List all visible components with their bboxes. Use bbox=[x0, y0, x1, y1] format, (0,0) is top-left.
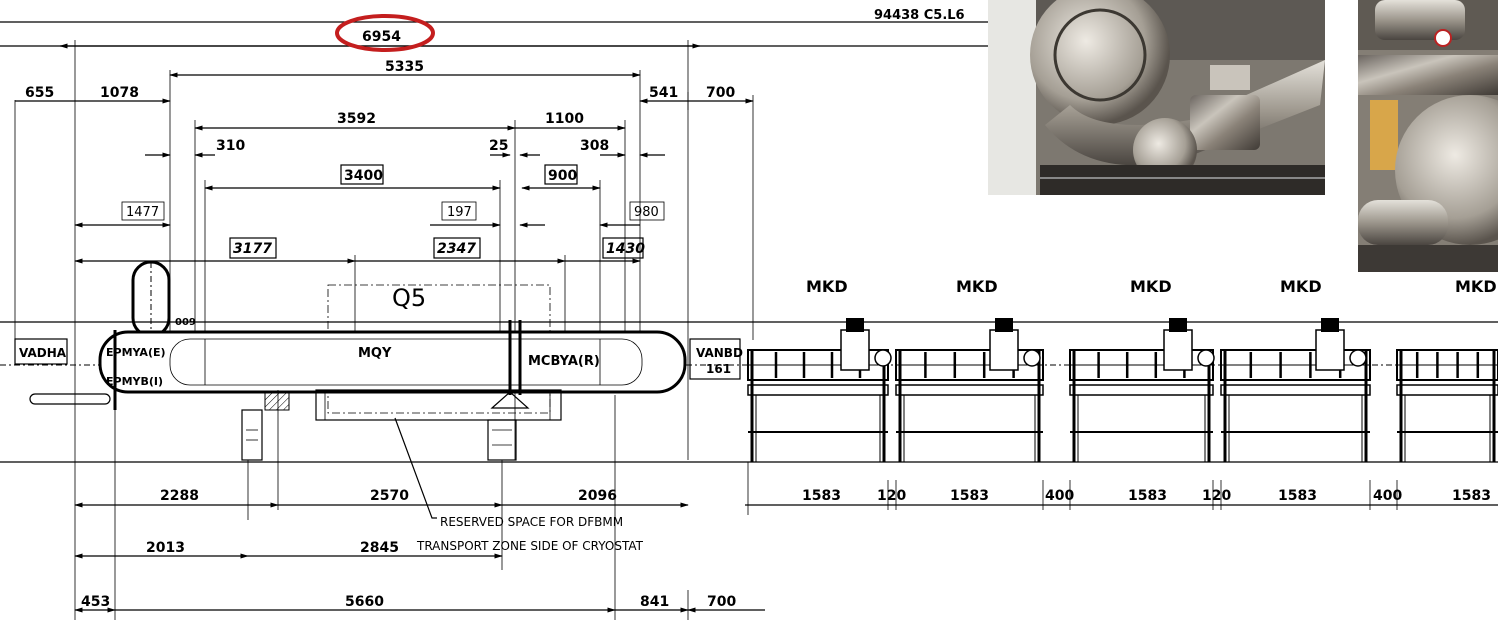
dim-308: 308 bbox=[580, 138, 609, 154]
dim-6954: 6954 bbox=[362, 29, 401, 45]
label-mqy: MQY bbox=[358, 346, 392, 361]
dim-453: 453 bbox=[81, 594, 110, 610]
dim-mkd-1583-b: 1583 bbox=[950, 488, 989, 504]
dim-2845: 2845 bbox=[360, 540, 399, 556]
bottom-dimension-lines bbox=[74, 390, 1498, 620]
mkd-beam-1 bbox=[747, 384, 889, 396]
dim-1430: 1430 bbox=[606, 241, 645, 257]
dim-5335: 5335 bbox=[385, 59, 424, 75]
dim-mkd-1583-a: 1583 bbox=[802, 488, 841, 504]
mkd-frame-4 bbox=[1228, 394, 1363, 463]
top-dimension-lines bbox=[0, 21, 990, 620]
note-line-1: RESERVED SPACE FOR DFBMM bbox=[440, 515, 623, 529]
mkd-connector-2 bbox=[995, 318, 1013, 332]
dim-310: 310 bbox=[216, 138, 245, 154]
label-epmyb: EPMYB(I) bbox=[106, 375, 163, 388]
mkd-port-3 bbox=[1197, 349, 1215, 367]
dim-2347: 2347 bbox=[437, 241, 476, 257]
dim-3177: 3177 bbox=[233, 241, 272, 257]
mkd-label-1: MKD bbox=[806, 277, 848, 296]
dim-197: 197 bbox=[447, 205, 472, 220]
mkd-connector-4 bbox=[1321, 318, 1339, 332]
dim-3400: 3400 bbox=[344, 168, 383, 184]
dim-mkd-400-a: 400 bbox=[1045, 488, 1074, 504]
mkd-dim-ticks bbox=[887, 480, 1398, 510]
dim-2570: 2570 bbox=[370, 488, 409, 504]
mkd-label-5: MKD bbox=[1455, 277, 1497, 296]
mkd-frame-1 bbox=[755, 394, 881, 463]
mkd-beam-2 bbox=[895, 384, 1044, 396]
dim-mkd-120-b: 120 bbox=[1202, 488, 1231, 504]
mkd-label-2: MKD bbox=[956, 277, 998, 296]
dim-2288: 2288 bbox=[160, 488, 199, 504]
dim-1100: 1100 bbox=[545, 111, 584, 127]
note-line-2: TRANSPORT ZONE SIDE OF CRYOSTAT bbox=[416, 539, 644, 553]
dim-mkd-120-a: 120 bbox=[877, 488, 906, 504]
dim-3592: 3592 bbox=[337, 111, 376, 127]
mkd-generator-1 bbox=[840, 329, 870, 371]
dim-700-top: 700 bbox=[706, 85, 735, 101]
dim-1477: 1477 bbox=[126, 205, 159, 220]
cryostat-vessel bbox=[29, 260, 687, 519]
mkd-frame-5 bbox=[1404, 394, 1491, 463]
mkd-magnet-array bbox=[747, 318, 1498, 463]
mkd-beam-3 bbox=[1069, 384, 1214, 396]
label-mcbya: MCBYA(R) bbox=[528, 354, 600, 369]
mkd-frame-3 bbox=[1077, 394, 1206, 463]
dim-mkd-1583-d: 1583 bbox=[1278, 488, 1317, 504]
dim-mkd-1583-e: 1583 bbox=[1452, 488, 1491, 504]
mkd-generator-2 bbox=[989, 329, 1019, 371]
mkd-connector-1 bbox=[846, 318, 864, 332]
dim-980: 980 bbox=[634, 205, 659, 220]
mkd-label-4: MKD bbox=[1280, 277, 1322, 296]
dim-mkd-400-b: 400 bbox=[1373, 488, 1402, 504]
mkd-label-3: MKD bbox=[1130, 277, 1172, 296]
dim-655: 655 bbox=[25, 85, 54, 101]
mkd-frame-2 bbox=[903, 394, 1036, 463]
mkd-beam-5 bbox=[1396, 384, 1498, 396]
mkd-generator-3 bbox=[1163, 329, 1193, 371]
dim-2096: 2096 bbox=[578, 488, 617, 504]
label-vanbd: VANBD bbox=[696, 346, 743, 360]
dim-25: 25 bbox=[489, 138, 508, 154]
label-vanbd-number: 161 bbox=[706, 362, 731, 376]
highlight-circle bbox=[335, 14, 435, 52]
mkd-generator-4 bbox=[1315, 329, 1345, 371]
dim-1078: 1078 bbox=[100, 85, 139, 101]
dim-5660: 5660 bbox=[345, 594, 384, 610]
mkd-port-1 bbox=[874, 349, 892, 367]
dim-841: 841 bbox=[640, 594, 669, 610]
label-009: 009 bbox=[175, 317, 196, 328]
cryostat-photo-1 bbox=[988, 0, 1325, 195]
dim-541: 541 bbox=[649, 85, 678, 101]
drawing-reference-code: 94438 C5.L6 bbox=[874, 8, 965, 23]
dim-900: 900 bbox=[548, 168, 577, 184]
cryostat-photo-2 bbox=[1358, 0, 1498, 272]
dim-700-bottom: 700 bbox=[707, 594, 736, 610]
mkd-connector-3 bbox=[1169, 318, 1187, 332]
mkd-port-4 bbox=[1349, 349, 1367, 367]
dim-mkd-1583-c: 1583 bbox=[1128, 488, 1167, 504]
label-epmya: EPMYA(E) bbox=[106, 346, 166, 359]
dim-2013: 2013 bbox=[146, 540, 185, 556]
mkd-beam-4 bbox=[1220, 384, 1371, 396]
mkd-port-2 bbox=[1023, 349, 1041, 367]
label-vadha: VADHA bbox=[19, 346, 67, 360]
label-q5: Q5 bbox=[392, 284, 426, 312]
